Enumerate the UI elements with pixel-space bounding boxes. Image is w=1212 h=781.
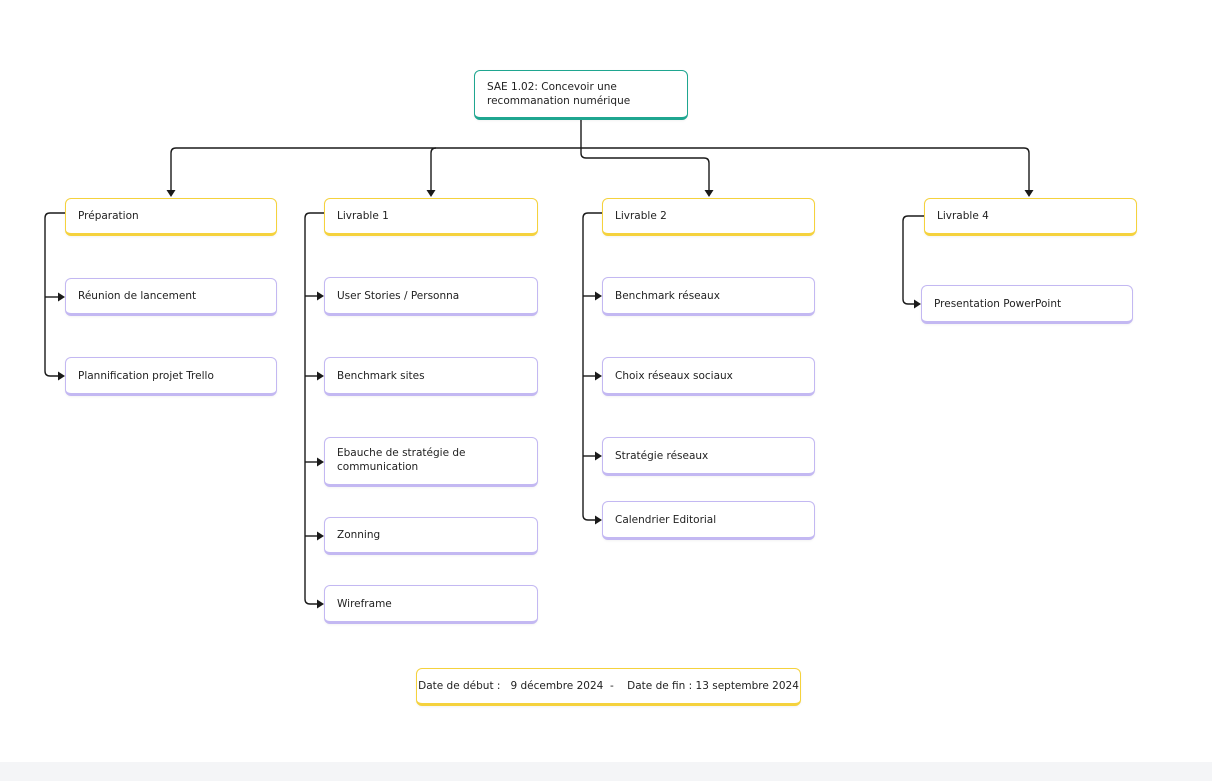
task-node[interactable]: Choix réseaux sociaux: [602, 357, 815, 396]
livrable-1-arrow-1: [317, 371, 324, 381]
task-label-line-1: Ebauche de stratégie de: [337, 447, 466, 459]
project-dates-label: Date de début : 9 décembre 2024 - Date d…: [418, 680, 799, 692]
task-node[interactable]: User Stories / Personna: [324, 277, 538, 316]
task-label: Plannification projet Trello: [78, 369, 214, 382]
branch-header-livrable-4[interactable]: Livrable 4: [924, 198, 1137, 236]
connector-to-livrable-1: [430, 147, 437, 190]
branch-label: Livrable 4: [937, 210, 989, 222]
livrable-4-arrow-0: [914, 299, 921, 309]
task-node[interactable]: Ebauche de stratégie de communication: [324, 437, 538, 487]
task-label: Réunion de lancement: [78, 290, 197, 302]
task-label: Stratégie réseaux: [615, 449, 709, 462]
connector-to-livrable-2: [580, 148, 710, 190]
task-node[interactable]: Wireframe: [324, 585, 538, 624]
arrow-down-livrable-4: [1024, 190, 1034, 197]
livrable-1-arrow-0: [317, 291, 324, 301]
livrable-2-branch-3: [582, 514, 596, 521]
task-node[interactable]: Benchmark réseaux: [602, 277, 815, 316]
arrow-down-livrable-1: [426, 190, 436, 197]
task-label: Benchmark réseaux: [615, 289, 720, 302]
task-node[interactable]: Plannification projet Trello: [65, 357, 277, 396]
connector-to-livrable-4: [581, 147, 1030, 190]
task-node[interactable]: Zonning: [324, 517, 538, 555]
task-node[interactable]: Réunion de lancement: [65, 278, 277, 316]
livrable-1-arrow-2: [317, 457, 324, 467]
livrable-1-branch-4: [304, 598, 318, 605]
livrable-2-spine: [582, 212, 602, 515]
preparation-branch-1: [44, 370, 59, 377]
livrable-2-arrow-1: [595, 371, 602, 381]
livrable-4-branch-0: [902, 298, 915, 305]
task-label-line-2: communication: [337, 461, 419, 473]
branch-label: Préparation: [78, 210, 139, 222]
branch-header-preparation[interactable]: Préparation: [65, 198, 277, 236]
livrable-1-arrow-3: [317, 531, 324, 541]
task-label: Calendrier Editorial: [615, 513, 717, 526]
branch-label: Livrable 1: [337, 210, 389, 222]
branch-label: Livrable 2: [615, 210, 667, 222]
task-label: Presentation PowerPoint: [934, 297, 1062, 310]
root-title-line-2: recommanation numérique: [487, 95, 631, 107]
task-label: Wireframe: [337, 597, 392, 610]
preparation-arrow-0: [58, 292, 65, 302]
task-label: Choix réseaux sociaux: [615, 369, 733, 382]
task-node[interactable]: Stratégie réseaux: [602, 437, 815, 476]
livrable-1-spine: [304, 212, 324, 599]
connector-to-preparation: [170, 147, 581, 190]
branch-header-livrable-1[interactable]: Livrable 1: [324, 198, 538, 236]
livrable-2-arrow-2: [595, 451, 602, 461]
task-node[interactable]: Presentation PowerPoint: [921, 285, 1133, 324]
branch-header-livrable-2[interactable]: Livrable 2: [602, 198, 815, 236]
arrow-down-livrable-2: [704, 190, 714, 197]
project-dates-box[interactable]: Date de début : 9 décembre 2024 - Date d…: [416, 668, 801, 706]
livrable-2-arrow-0: [595, 291, 602, 301]
task-label: User Stories / Personna: [337, 289, 460, 302]
bottom-scroll-band: [0, 762, 1212, 781]
task-node[interactable]: Calendrier Editorial: [602, 501, 815, 540]
livrable-4-spine: [902, 215, 924, 299]
preparation-arrow-1: [58, 371, 65, 381]
arrow-down-preparation: [166, 190, 176, 197]
task-label: Benchmark sites: [337, 369, 425, 382]
task-label: Zonning: [337, 529, 381, 541]
root-title-line-1: SAE 1.02: Concevoir une: [487, 81, 617, 93]
livrable-1-arrow-4: [317, 599, 324, 609]
preparation-spine: [44, 212, 65, 371]
task-node[interactable]: Benchmark sites: [324, 357, 538, 396]
livrable-2-arrow-3: [595, 515, 602, 525]
root-node[interactable]: SAE 1.02: Concevoir une recommanation nu…: [474, 70, 688, 120]
